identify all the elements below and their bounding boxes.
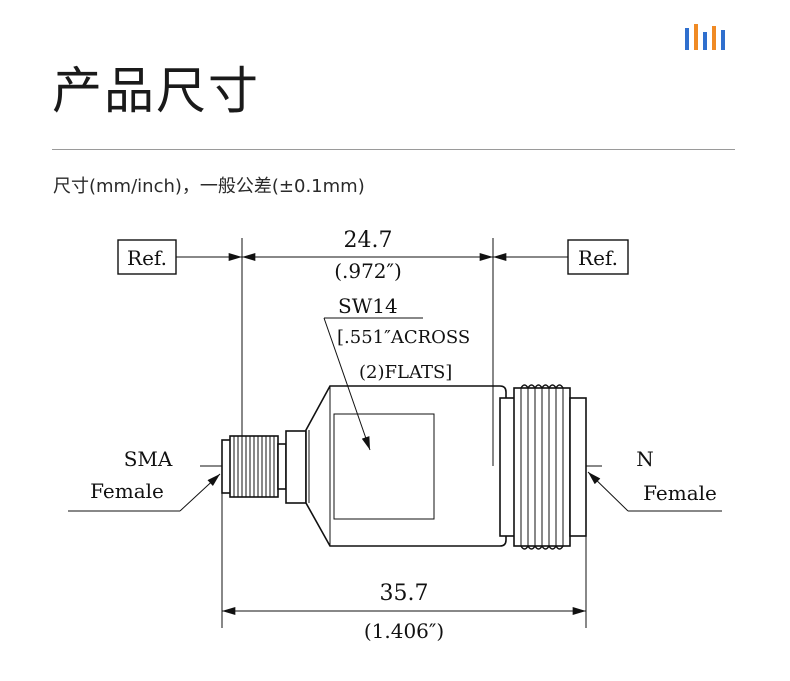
sma-label: SMA <box>124 447 173 471</box>
title-divider <box>52 149 735 150</box>
brand-logo <box>685 24 725 50</box>
n-connector-body <box>499 384 587 550</box>
dimension-top: 24.7 (.972″) <box>241 228 494 466</box>
logo-bar-1 <box>685 28 689 50</box>
ref-right-label: Ref. <box>578 246 618 270</box>
dim-bottom-inch: (1.406″) <box>364 619 444 643</box>
dim-bottom-mm: 35.7 <box>380 581 429 606</box>
sw-callout: SW14 [.551″ACROSS (2)FLATS] <box>323 294 470 451</box>
sma-connector-body <box>221 430 307 504</box>
logo-bar-3 <box>703 32 707 50</box>
n-label: N <box>636 447 654 471</box>
logo-bar-2 <box>694 24 698 50</box>
sma-female-callout: SMA Female <box>68 447 221 512</box>
sw-note-line2: (2)FLATS] <box>359 362 452 383</box>
n-female-callout: N Female <box>587 447 722 512</box>
logo-bar-4 <box>712 26 716 50</box>
ref-left-callout: Ref. <box>117 239 243 275</box>
dim-top-mm: 24.7 <box>344 228 393 253</box>
n-female-label: Female <box>643 481 717 505</box>
ref-left-label: Ref. <box>127 246 167 270</box>
logo-bar-5 <box>721 30 725 50</box>
hex-body <box>305 385 507 547</box>
dimension-bottom: 35.7 (1.406″) <box>221 493 587 643</box>
page-title: 产品尺寸 <box>52 62 260 120</box>
sma-female-label: Female <box>90 479 164 503</box>
ref-right-callout: Ref. <box>493 239 629 275</box>
sw-label: SW14 <box>338 294 398 318</box>
dim-top-inch: (.972″) <box>334 259 402 283</box>
units-tolerance-note: 尺寸(mm/inch)，一般公差(±0.1mm) <box>53 176 365 197</box>
sw-note-line1: [.551″ACROSS <box>337 327 470 348</box>
